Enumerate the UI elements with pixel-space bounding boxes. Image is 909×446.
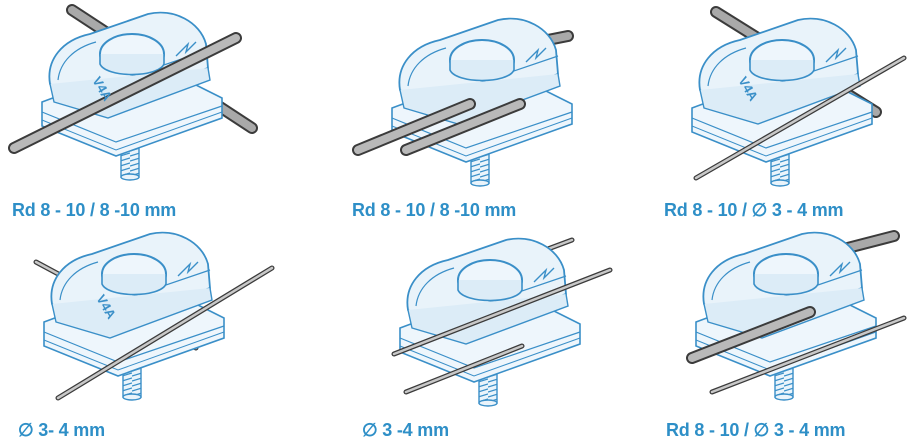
caption-wire-3-4-parallel: ∅ 3 -4 mm — [362, 420, 449, 440]
caption-wire-3-4-crossed: ∅ 3- 4 mm — [18, 420, 105, 440]
clamp-figure-1: V4A — [8, 4, 258, 181]
clamp-figure-4: V4A — [33, 231, 275, 401]
clamp-figure-6 — [686, 230, 907, 401]
caption-rd-8-10-parallel: Rd 8 - 10 / 8 -10 mm — [352, 200, 517, 220]
caption-rd-8-10-wire-crossed: Rd 8 - 10 / ∅ 3 - 4 mm — [664, 200, 844, 220]
clamp-figure-3: V4A — [691, 6, 907, 187]
caption-rd-8-10-wire-parallel: Rd 8 - 10 / ∅ 3 - 4 mm — [666, 420, 846, 440]
clamp-figure-2 — [352, 17, 574, 187]
clamp-figure-5 — [391, 237, 613, 407]
caption-rd-8-10-crossed: Rd 8 - 10 / 8 -10 mm — [12, 200, 177, 220]
